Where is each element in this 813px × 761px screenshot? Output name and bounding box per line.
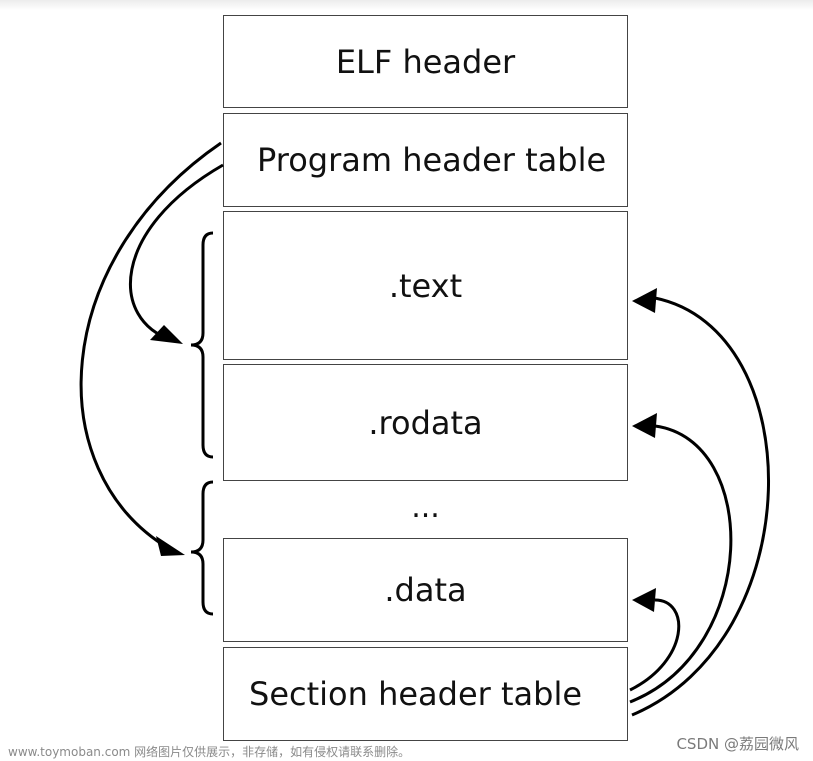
rodata-section-label: .rodata [368, 403, 483, 442]
sht-to-data-arrow [629, 598, 681, 692]
top-shadow-bar [0, 0, 813, 10]
sht-to-rodata-arrowhead [632, 413, 657, 438]
section-header-table-label: Section header table [249, 675, 583, 713]
elf-header-label: ELF header [335, 42, 516, 81]
sht-to-data-arrowhead [632, 588, 656, 612]
pht-to-segment2-arrow [79, 141, 222, 550]
elf-header-box: ELF header [223, 15, 628, 108]
sht-to-rodata-arrow [629, 424, 733, 704]
pht-to-segment1-arrow [129, 163, 224, 342]
rodata-section-box: .rodata [223, 364, 628, 481]
program-header-table-box: Program header table [223, 113, 628, 207]
segment-brace-2 [190, 480, 214, 616]
watermark-right: CSDN @荔园微风 [676, 735, 799, 753]
pht-to-segment1-arrowhead [150, 325, 183, 344]
section-header-table-box: Section header table [223, 647, 628, 741]
data-section-box: .data [223, 538, 628, 642]
ellipsis-label: ... [411, 490, 440, 525]
text-section-box: .text [223, 211, 628, 360]
text-section-label: .text [388, 266, 463, 305]
sht-to-text-arrow [631, 296, 770, 717]
sht-to-text-arrowhead [632, 288, 657, 313]
segment-brace-1 [190, 231, 214, 459]
pht-to-segment2-arrowhead [156, 536, 185, 556]
program-header-table-label: Program header table [257, 141, 607, 179]
watermark-left: www.toymoban.com 网络图片仅供展示，非存储，如有侵权请联系删除。 [8, 745, 411, 759]
data-section-label: .data [384, 571, 467, 609]
